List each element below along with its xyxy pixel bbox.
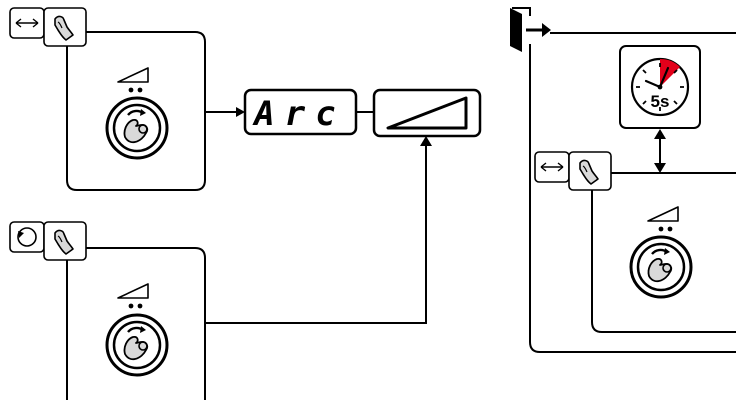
double-arrow-icon xyxy=(540,162,564,172)
right-section: 5s xyxy=(510,7,736,353)
stopwatch-icon xyxy=(630,57,690,117)
timer-box: 5s xyxy=(619,45,701,129)
double-arrow-icon xyxy=(15,18,39,28)
rotate-icon xyxy=(17,227,37,247)
ramp-mini-icon xyxy=(117,67,149,93)
control-knob-icon[interactable] xyxy=(629,235,693,299)
panel-bottom-left xyxy=(9,221,206,400)
display-readout: Arc xyxy=(252,94,345,134)
panel-top-left xyxy=(9,7,206,191)
control-knob-icon[interactable] xyxy=(105,313,169,377)
ramp-box xyxy=(372,88,482,138)
control-knob-icon[interactable] xyxy=(105,96,169,160)
ramp-mini-icon xyxy=(117,283,149,309)
panel-right-frame xyxy=(591,172,736,333)
flow-connectors xyxy=(205,107,432,324)
exit-door-icon xyxy=(510,7,551,52)
panel-top-left-frame xyxy=(65,31,206,191)
arrow-up-to-ramp xyxy=(205,146,427,324)
press-hold-badge xyxy=(534,151,612,191)
timer-label: 5s xyxy=(651,92,670,111)
display-box: Arc xyxy=(243,88,358,136)
ramp-symbol-icon xyxy=(386,96,468,130)
ramp-mini-icon xyxy=(647,206,679,232)
turn-badge xyxy=(9,221,87,261)
panel-bottom-left-frame xyxy=(65,247,206,400)
bidirectional-arrow xyxy=(654,129,666,173)
press-hold-badge xyxy=(9,7,87,47)
exit-loop-frame xyxy=(529,32,736,353)
